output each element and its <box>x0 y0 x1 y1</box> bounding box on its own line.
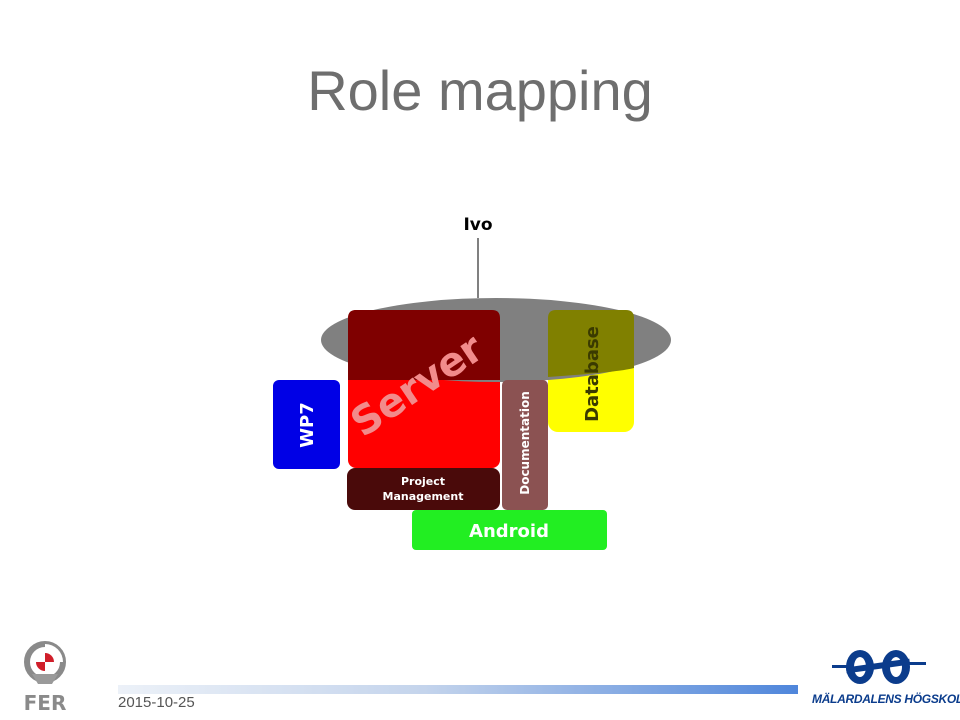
slide-date: 2015-10-25 <box>118 694 195 711</box>
svg-text:FER: FER <box>24 691 67 714</box>
server-overlap-region <box>348 310 500 380</box>
project-management-block <box>347 468 500 510</box>
slide-title: Role mapping <box>307 59 653 122</box>
wp7-block <box>273 380 340 469</box>
database-overlap-region <box>548 310 634 377</box>
android-label: Android <box>469 521 549 542</box>
documentation-label: Documentation <box>518 391 532 495</box>
android-block <box>412 510 607 550</box>
wp7-label: WP7 <box>297 402 318 448</box>
person-label: Ivo <box>463 215 492 235</box>
documentation-block <box>502 380 548 510</box>
fer-logo-icon: FER <box>24 641 67 714</box>
project-management-label-line2: Management <box>383 490 464 503</box>
database-label: Database <box>582 326 603 422</box>
mdh-logo-text: MÄLARDALENS HÖGSKOLA <box>812 692 960 706</box>
footer-gradient-bar <box>118 685 798 694</box>
project-management-label-line1: Project <box>401 475 445 488</box>
mdh-logo-icon <box>832 650 926 684</box>
